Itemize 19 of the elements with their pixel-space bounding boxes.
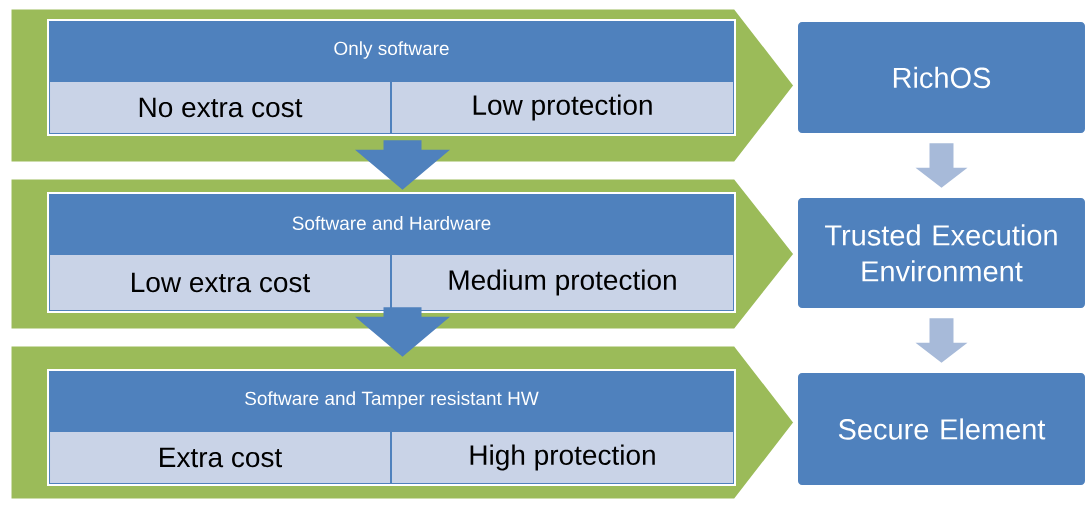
node-label: Extra cost bbox=[160, 447, 283, 468]
property-cell: Low protection bbox=[392, 82, 733, 133]
layer-box: Trusted Execution Environment bbox=[798, 198, 1085, 308]
property-cell: Extra cost bbox=[50, 432, 390, 483]
node-label: Low extra cost bbox=[132, 272, 311, 293]
property-cell: Low extra cost bbox=[50, 255, 390, 310]
property-cell: High protection bbox=[392, 432, 733, 483]
down-arrow bbox=[915, 143, 968, 188]
layer-box: Secure Element bbox=[798, 373, 1085, 485]
layer-box: RichOS bbox=[798, 22, 1085, 133]
down-arrow bbox=[355, 140, 450, 190]
node-label: Medium protection bbox=[449, 269, 676, 296]
property-cell: No extra cost bbox=[50, 82, 390, 133]
node-label: High protection bbox=[470, 444, 655, 471]
node-label: No extra cost bbox=[139, 97, 303, 118]
node-label: Low protection bbox=[473, 94, 652, 121]
down-arrow bbox=[355, 307, 450, 357]
property-cell: Medium protection bbox=[392, 255, 733, 310]
down-arrow bbox=[915, 318, 968, 363]
